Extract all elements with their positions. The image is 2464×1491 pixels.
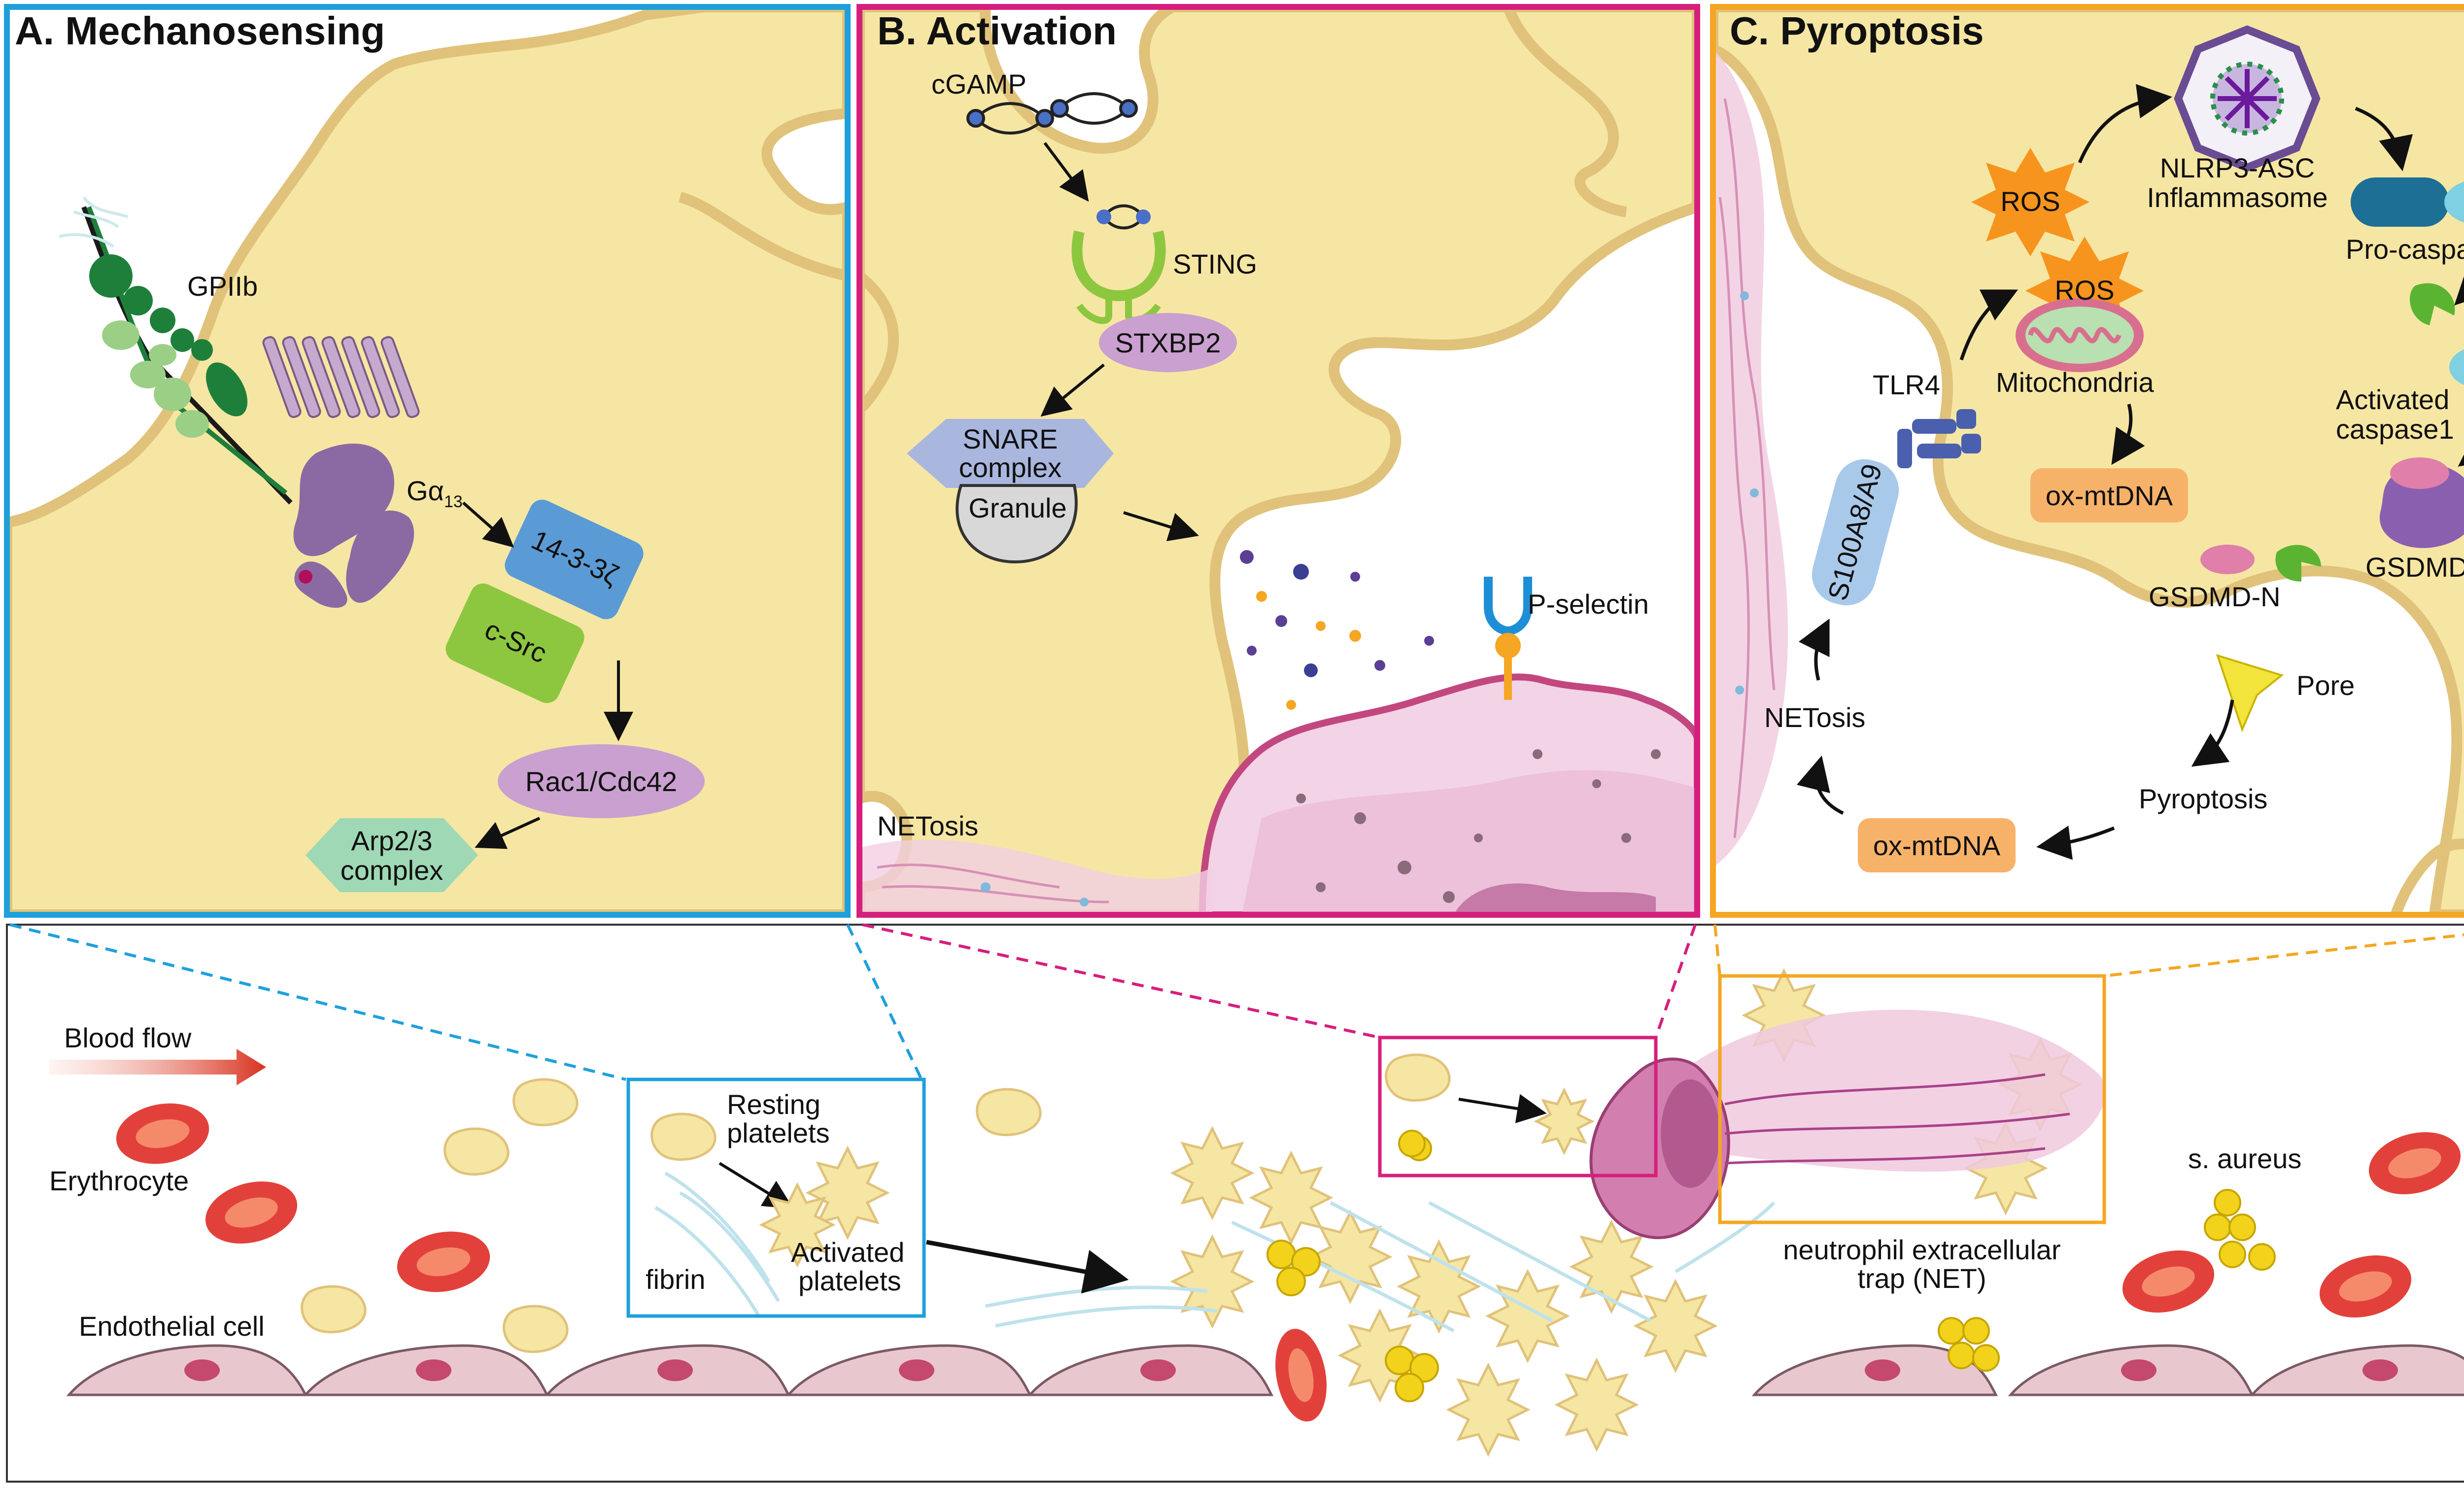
gpiib-receptor	[59, 196, 293, 505]
fibrin-strands	[654, 1171, 1776, 1333]
granule	[956, 484, 1078, 564]
snare-hexagon	[907, 419, 1114, 488]
label-netosis-b: NETosis	[877, 810, 978, 841]
label-gsdmd-n: GSDMD-N	[2149, 581, 2281, 612]
oxmtdna-box-2	[1858, 818, 2016, 872]
protein-14-3-3-box	[505, 499, 644, 620]
bacteria	[1266, 1136, 2276, 1402]
g-protein	[293, 444, 414, 608]
bottom-frame	[6, 924, 2464, 1483]
pro-caspase1	[2351, 177, 2464, 227]
arp23-hexagon	[306, 818, 478, 892]
csrc-box	[445, 583, 584, 703]
s100-capsule	[1812, 459, 1899, 606]
tlr4-receptor	[1897, 409, 1981, 468]
panel-c: C. Pyroptosis ROS ROS NLRP3-ASC Inflamma…	[1710, 4, 2464, 918]
erythrocytes	[116, 1103, 2461, 1422]
panel-b-title: B. Activation	[877, 9, 1117, 53]
panel-b-frame	[856, 4, 1700, 918]
resting-platelets	[301, 1053, 1451, 1353]
label-saureus: s. aureus	[2188, 1143, 2301, 1174]
label-resting-line2: platelets	[727, 1117, 830, 1148]
label-netosis-c: NETosis	[1764, 702, 1865, 733]
blood-flow-arrow	[49, 1049, 266, 1085]
net-strands-c	[1713, 49, 1788, 867]
label-stxbp2: STXBP2	[1115, 327, 1221, 358]
activated-caspase1	[2449, 349, 2464, 385]
pore-icon	[2216, 654, 2284, 732]
panel-b: B. Activation cGAMP STING STXBP2 SNARE c…	[856, 4, 1700, 918]
rac-ellipse	[498, 744, 705, 818]
gsdmd-n	[2200, 545, 2255, 574]
label-activated-line2: platelets	[798, 1265, 901, 1296]
panel-c-title: C. Pyroptosis	[1730, 9, 1984, 53]
label-arp-line1: Arp2/3	[351, 825, 433, 856]
panel-a: A. Mechanosensing GPIIb Gα13 14-3-3ζ c-S…	[4, 4, 851, 918]
inset-box-b	[1378, 1036, 1658, 1178]
p-selectin	[1484, 577, 1532, 700]
label-erythrocyte: Erythrocyte	[49, 1165, 189, 1196]
panel-c-frame	[1710, 4, 2464, 918]
label-granule: Granule	[968, 492, 1066, 523]
label-endothelial: Endothelial cell	[79, 1311, 265, 1342]
label-activated-line2: caspase1	[2336, 414, 2454, 445]
label-resting-line1: Resting	[727, 1089, 821, 1120]
cleave-icon-2	[2275, 545, 2321, 582]
label-pore: Pore	[2296, 670, 2355, 701]
sting-protein	[1071, 204, 1166, 324]
gsdmd-protein	[2379, 457, 2464, 548]
label-tlr4: TLR4	[1873, 369, 1940, 400]
bottom-scene: Blood flow Erythrocyte Endothelial cell …	[6, 923, 2464, 1483]
mitochondria	[2016, 298, 2144, 372]
label-mito: Mitochondria	[1996, 367, 2154, 398]
label-gpiib: GPIIb	[187, 271, 258, 302]
ros-star-1	[1971, 148, 2089, 256]
cleave-icon-1	[2410, 283, 2455, 325]
label-procasp: Pro-caspase1	[2346, 234, 2464, 265]
label-blood-flow: Blood flow	[64, 1022, 192, 1053]
neutrophil-net	[1589, 1009, 2106, 1240]
label-arp-line2: complex	[341, 855, 444, 886]
label-oxmtdna-2: ox-mtDNA	[1873, 830, 2001, 861]
label-gsdmd: GSDMD	[2365, 552, 2464, 583]
label-ros-2: ROS	[2054, 275, 2114, 306]
label-snare-line1: SNARE	[963, 423, 1058, 454]
inset-box-a	[626, 1077, 926, 1318]
seven-tm-receptor	[262, 336, 420, 418]
label-nlrp3-line1: NLRP3-ASC	[2160, 152, 2315, 183]
label-net-line1: neutrophil extracellular	[1783, 1234, 2060, 1265]
oxmtdna-box-1	[2030, 468, 2188, 522]
panel-a-title: A. Mechanosensing	[15, 9, 385, 53]
label-pselectin: P-selectin	[1528, 589, 1649, 620]
label-activated-line1: Activated	[791, 1237, 904, 1268]
platelet-membrane-b	[859, 7, 1697, 915]
label-fibrin: fibrin	[646, 1264, 705, 1295]
label-oxmtdna-1: ox-mtDNA	[2046, 480, 2173, 511]
inflammasome	[2174, 25, 2321, 172]
label-ros-1: ROS	[2000, 186, 2060, 217]
label-activated-line1: Activated	[2336, 384, 2449, 415]
panel-a-frame	[4, 4, 851, 918]
label-nlrp3-line2: Inflammasome	[2147, 182, 2327, 213]
secreted-granules	[1240, 550, 1434, 710]
cgamp-molecules	[966, 92, 1138, 135]
label-sting: STING	[1173, 248, 1257, 279]
netosis-strands	[859, 839, 1212, 915]
platelet-membrane-c	[1713, 7, 2464, 915]
label-galpha: Gα13	[407, 475, 463, 511]
label-rac: Rac1/Cdc42	[525, 766, 677, 797]
inset-box-c	[1718, 974, 2106, 1224]
label-pyroptosis: Pyroptosis	[2139, 783, 2267, 814]
label-galpha-subscript: 13	[444, 492, 463, 511]
label-cgamp: cGAMP	[931, 69, 1027, 100]
platelet-membrane-a	[7, 7, 848, 915]
stxbp2-ellipse	[1099, 313, 1237, 372]
label-net-line2: trap (NET)	[1857, 1263, 1986, 1294]
label-snare-line2: complex	[959, 452, 1062, 483]
